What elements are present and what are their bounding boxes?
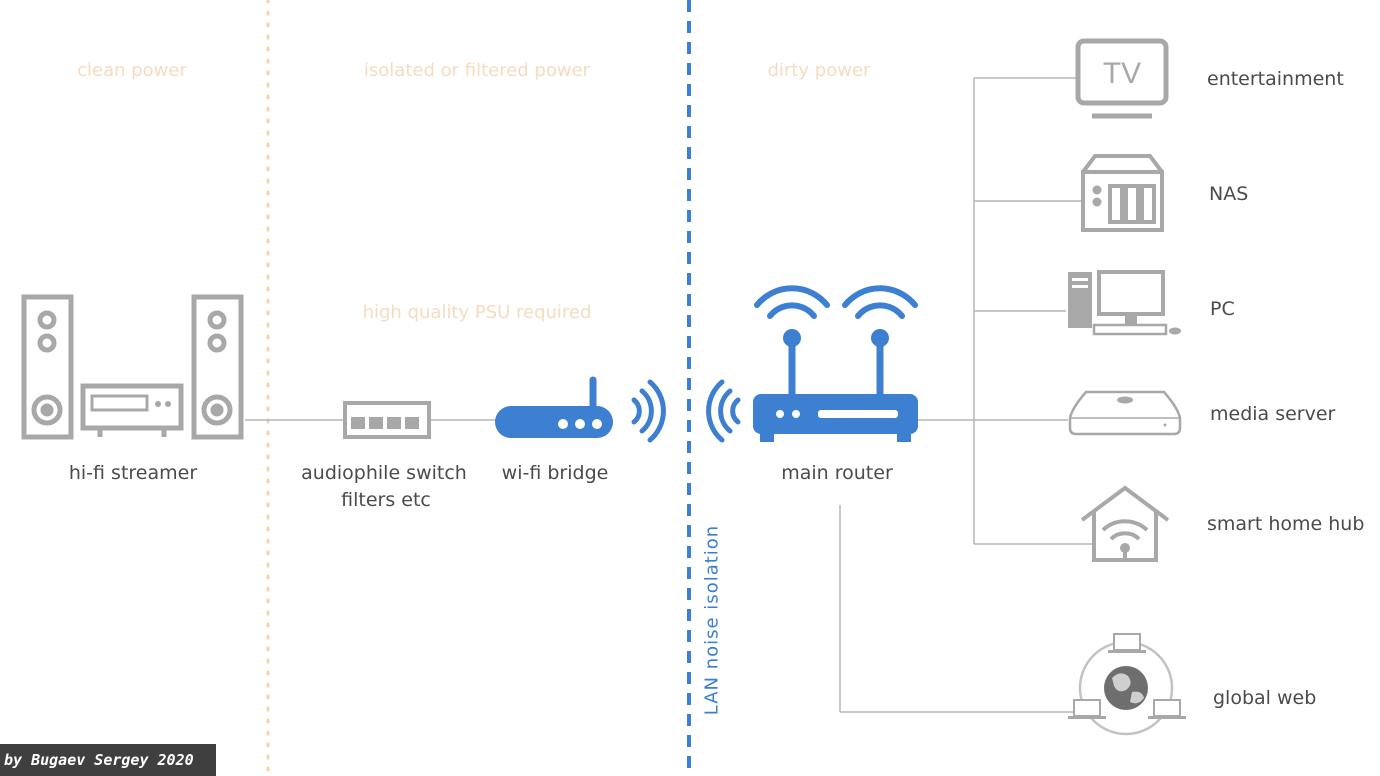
connection-lines [245,77,1094,713]
smart-home-icon [1080,485,1170,562]
network-switch-icon [343,401,431,439]
nas-icon [1081,154,1164,232]
svg-text:TV: TV [1103,57,1141,90]
lan-isolation-label: LAN noise isolation [701,524,723,716]
author-signature: by Bugaev Sergey 2020 [0,744,216,776]
tv-icon: TV [1075,38,1169,119]
entertainment-label: entertainment [1207,68,1344,90]
smart-home-hub-label: smart home hub [1207,513,1365,535]
global-web-label: global web [1213,687,1317,709]
zone-label-dirty: dirty power [767,60,871,81]
globe-network-icon [1068,633,1186,736]
wifi-signal-right-icon [631,379,666,443]
hifi-streamer-label: hi-fi streamer [68,462,198,484]
nas-label: NAS [1209,183,1249,205]
pc-label: PC [1210,298,1235,320]
main-router-icon [753,285,918,442]
zone-label-isolated: isolated or filtered power [363,60,591,81]
audiophile-switch-label: audiophile switch [301,462,467,484]
switch-filters-label: filters etc [341,489,431,511]
wifi-bridge-icon [495,376,613,438]
main-router-label: main router [781,462,893,484]
zone-label-psu: high quality PSU required [362,302,592,323]
media-server-icon [1068,390,1182,436]
pc-icon [1068,270,1181,336]
stereo-icon [21,294,244,440]
zone-label-clean: clean power [77,60,187,81]
media-server-label: media server [1210,403,1336,425]
wifi-bridge-label: wi-fi bridge [501,462,609,484]
wifi-signal-left-icon [706,379,741,443]
